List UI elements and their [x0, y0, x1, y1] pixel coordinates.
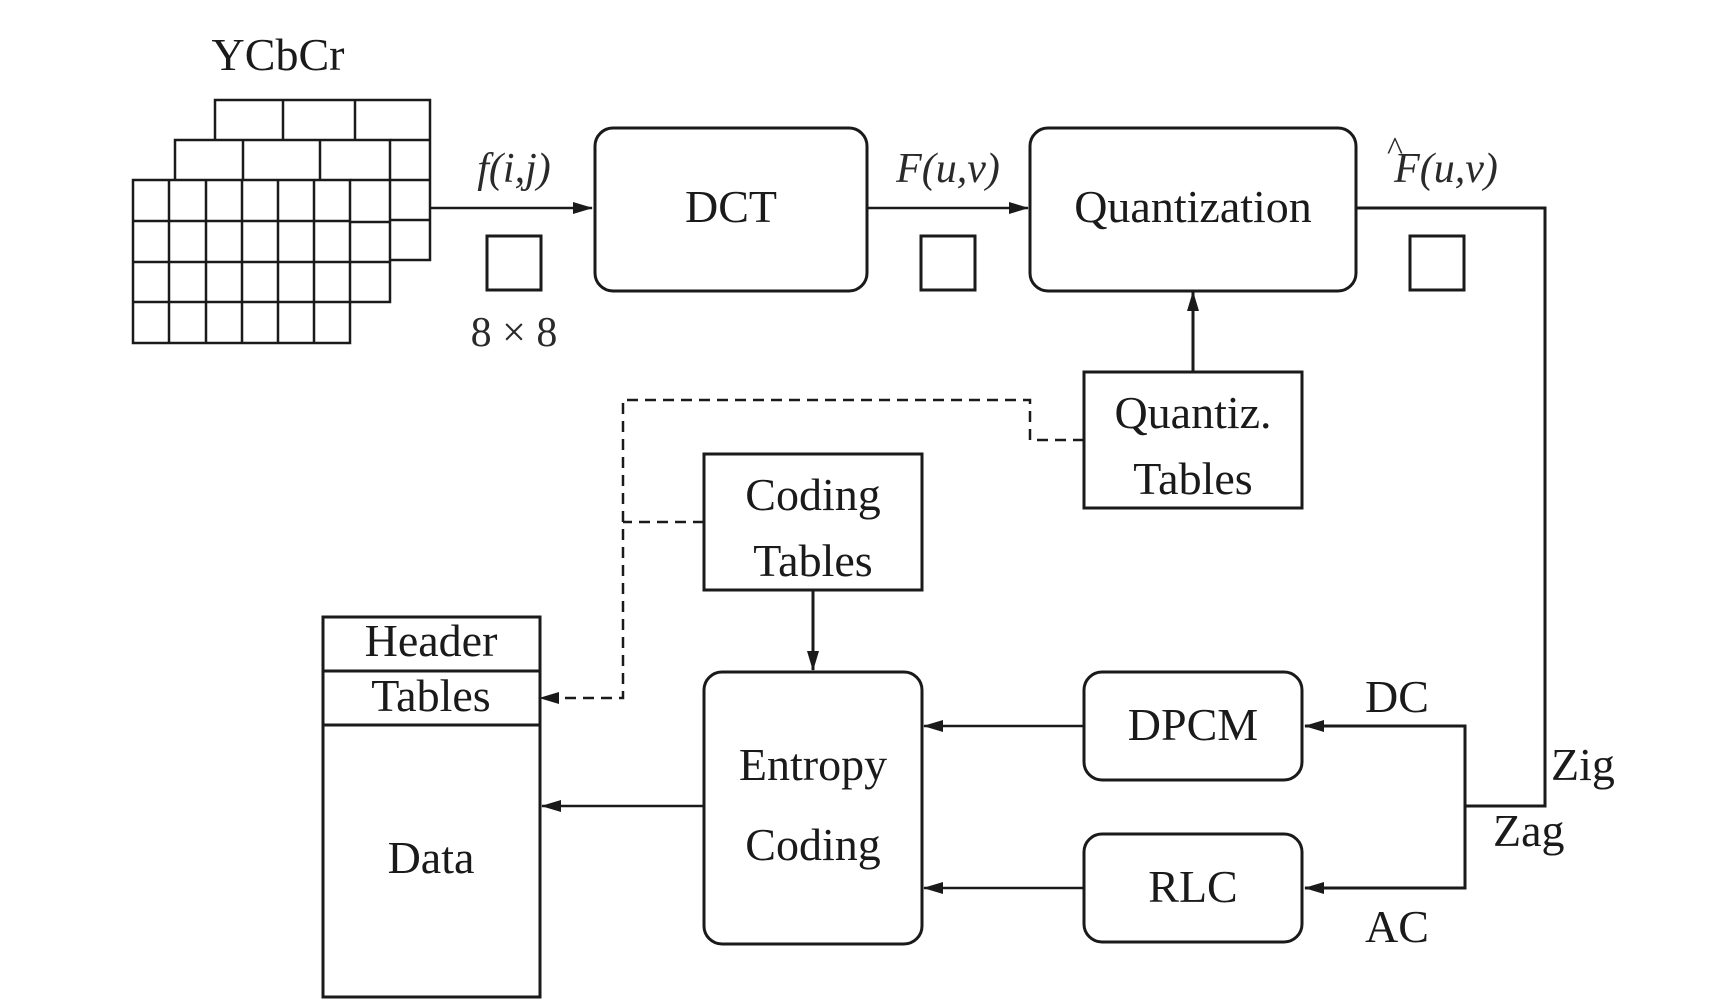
- zigzag-line: [1356, 206, 1547, 808]
- header-label: Header: [365, 615, 498, 666]
- ycbcr-image-blocks: [131, 98, 432, 345]
- dct-label: DCT: [685, 181, 777, 232]
- quantiz-tables-box: [1082, 370, 1304, 510]
- entropy-coding-label-line2: Coding: [745, 819, 880, 870]
- quantiz-tables-dashed-link: [539, 398, 1084, 704]
- dct-box: [593, 126, 869, 293]
- ac-branch-line: [1304, 806, 1467, 894]
- quantization-label: Quantization: [1074, 181, 1312, 232]
- fhat-accent: ^: [1387, 131, 1403, 168]
- block-icon-1: [485, 234, 543, 292]
- quantiz-tables-label-line2: Tables: [1133, 453, 1252, 504]
- entropy-coding-box: [702, 670, 924, 946]
- output-bitstream: [321, 615, 542, 999]
- ac-label: AC: [1365, 901, 1429, 952]
- dc-label: DC: [1365, 671, 1429, 722]
- ycbcr-label: YCbCr: [212, 29, 345, 80]
- coding-tables-label-line1: Coding: [745, 469, 880, 520]
- zig-label: Zig: [1551, 739, 1615, 790]
- quantiz-tables-label-line1: Quantiz.: [1114, 387, 1271, 438]
- rlc-label: RLC: [1148, 861, 1237, 912]
- entropy-coding-label-line1: Entropy: [739, 739, 887, 790]
- tables-label: Tables: [371, 670, 490, 721]
- dc-branch-line: [1304, 720, 1467, 806]
- block-icon-3: [1408, 234, 1466, 292]
- coding-tables-label-line2: Tables: [753, 535, 872, 586]
- y-layer: [131, 178, 352, 345]
- data-label: Data: [388, 832, 475, 883]
- fij-label: f(i,j): [477, 146, 550, 192]
- block-icon-2: [919, 234, 977, 292]
- fuv-label: F(u,v): [895, 146, 1000, 192]
- block-size-label: 8 × 8: [471, 310, 558, 356]
- fhat-label: F(u,v): [1393, 146, 1498, 192]
- zag-label: Zag: [1493, 805, 1565, 856]
- dpcm-label: DPCM: [1128, 699, 1258, 750]
